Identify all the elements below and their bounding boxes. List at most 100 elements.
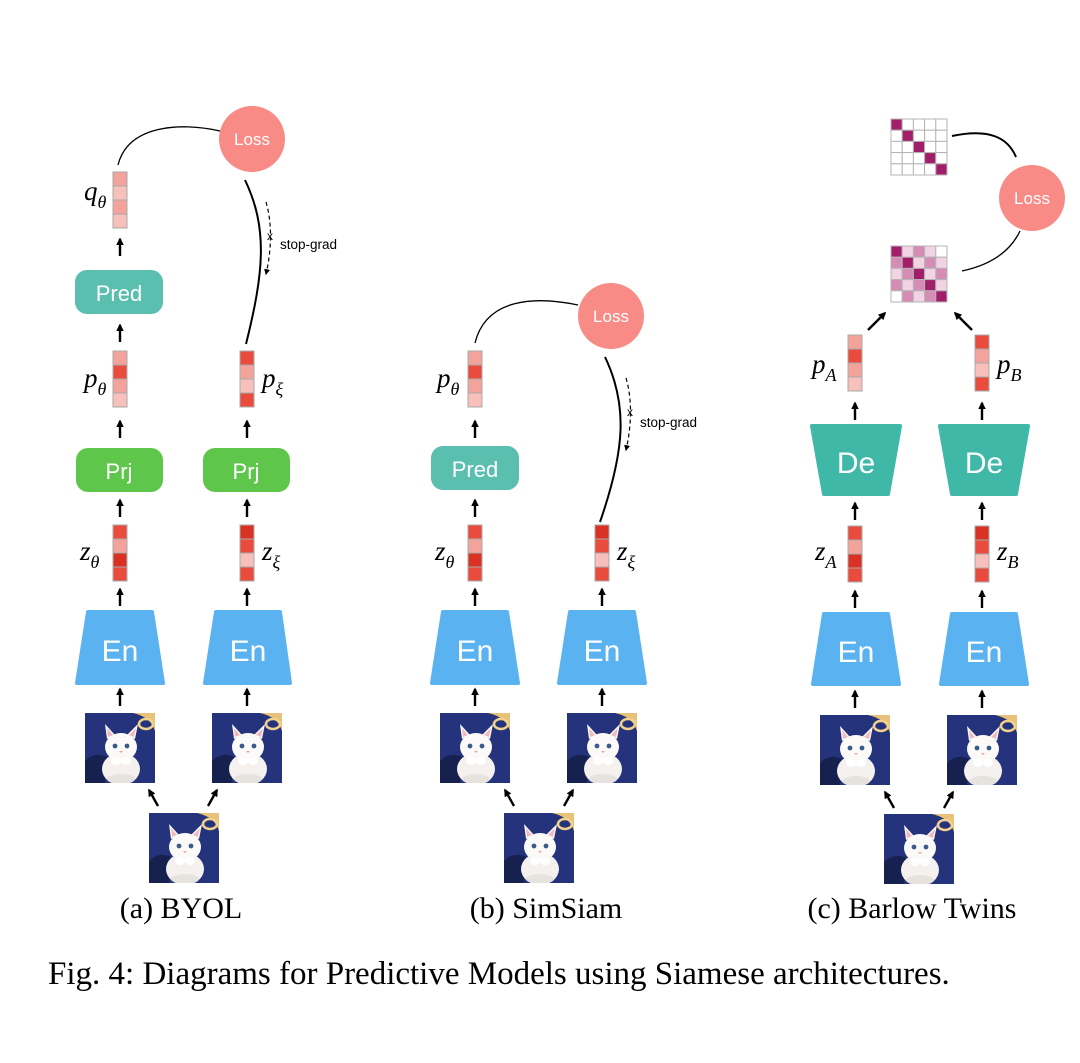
- z-xi-vector: [594, 524, 610, 582]
- subcaption-simsiam: (b) SimSiam: [470, 892, 623, 925]
- en-label: En: [966, 636, 1003, 669]
- stop-grad-x-icon: x: [267, 229, 273, 243]
- stop-grad-label: stop-grad: [280, 237, 337, 252]
- arrow: [867, 311, 887, 331]
- pred-block: [75, 270, 163, 314]
- loss-label: Loss: [234, 130, 270, 149]
- stop-grad-marker: x stop-grad: [624, 377, 697, 452]
- arrow: [942, 790, 955, 809]
- p-a-vector: [847, 334, 863, 392]
- encoder-online: [75, 610, 165, 685]
- loss-label: Loss: [1014, 189, 1050, 208]
- matrix-cell: [935, 245, 948, 258]
- encoder-target: [203, 610, 292, 685]
- matrix-cell: [890, 152, 903, 165]
- loss-label: Loss: [593, 307, 629, 326]
- z-theta-vector: [112, 524, 128, 582]
- matrix-cell: [935, 129, 948, 142]
- p-xi-vector: [239, 350, 255, 408]
- p-theta-label: pθ: [82, 363, 107, 399]
- arrow: [503, 788, 516, 807]
- augmented-view-target-image: [212, 713, 282, 783]
- matrix-cell: [901, 129, 914, 142]
- de-label: De: [965, 447, 1003, 480]
- matrix-cell: [890, 129, 903, 142]
- input-image: [884, 814, 954, 884]
- augmented-view-online-image: [85, 713, 155, 783]
- simsiam-diagram: Loss x stop-grad pθ Pred zθ zξ: [430, 283, 697, 925]
- loss-connector-target: [244, 179, 262, 345]
- matrix-cell: [935, 140, 948, 154]
- p-theta-label: pθ: [435, 363, 460, 399]
- stop-grad-marker: x stop-grad: [264, 201, 337, 276]
- matrix-cell: [890, 245, 903, 258]
- arrow: [147, 788, 160, 807]
- subcaption-barlow-twins: (c) Barlow Twins: [808, 892, 1017, 925]
- encoder-target: [557, 610, 647, 685]
- matrix-cell: [890, 267, 903, 281]
- z-theta-vector: [467, 524, 483, 582]
- matrix-cell: [912, 245, 926, 258]
- augmented-view-b-image: [947, 715, 1017, 785]
- matrix-cell: [924, 279, 937, 292]
- loss-node: [999, 165, 1065, 231]
- matrix-cell: [924, 245, 937, 258]
- matrix-cell: [924, 118, 937, 131]
- arrow: [883, 790, 896, 809]
- identity-matrix-icon: [890, 118, 948, 176]
- encoder-b: [939, 612, 1029, 686]
- stop-grad-x-icon: x: [627, 405, 633, 419]
- matrix-cell: [890, 118, 903, 131]
- matrix-cell: [912, 279, 926, 292]
- en-label: En: [838, 636, 875, 669]
- matrix-cell: [924, 140, 937, 154]
- matrix-cell: [901, 267, 914, 281]
- matrix-cell: [935, 290, 948, 303]
- matrix-cell: [890, 140, 903, 154]
- matrix-cell: [890, 279, 903, 292]
- loss-node: [219, 106, 285, 172]
- matrix-cell: [901, 279, 914, 292]
- augmented-view-online-image: [440, 713, 510, 783]
- matrix-cell: [890, 256, 903, 269]
- en-label: En: [102, 635, 139, 668]
- pred-block: [431, 446, 519, 490]
- en-label: En: [457, 635, 494, 668]
- z-b-label: zB: [996, 536, 1019, 572]
- matrix-cell: [924, 267, 937, 281]
- correlation-matrix-icon: [890, 245, 948, 303]
- z-theta-label: zθ: [79, 536, 100, 572]
- matrix-cell: [935, 256, 948, 269]
- decoder-b: [938, 424, 1030, 496]
- matrix-cell: [901, 163, 914, 176]
- matrix-cell: [935, 267, 948, 281]
- augmented-view-a-image: [820, 715, 890, 785]
- en-label: En: [584, 635, 621, 668]
- z-xi-label: zξ: [616, 536, 636, 572]
- matrix-cell: [901, 245, 914, 258]
- decoder-a: [810, 424, 902, 496]
- matrix-cell: [901, 256, 914, 269]
- p-theta-vector: [112, 350, 128, 408]
- augmented-view-target-image: [567, 713, 637, 783]
- p-xi-label: pξ: [260, 363, 284, 399]
- matrix-cell: [912, 129, 926, 142]
- matrix-cell: [912, 267, 926, 281]
- q-theta-label: qθ: [84, 176, 107, 212]
- z-xi-label: zξ: [261, 536, 281, 572]
- encoder-online: [430, 610, 520, 685]
- p-theta-vector: [467, 350, 483, 408]
- input-image: [149, 813, 219, 883]
- matrix-cell: [890, 163, 903, 176]
- matrix-cell: [901, 118, 914, 131]
- matrix-cell: [901, 140, 914, 154]
- z-xi-vector: [239, 524, 255, 582]
- z-theta-label: zθ: [434, 536, 455, 572]
- matrix-cell: [901, 152, 914, 165]
- de-label: De: [837, 447, 875, 480]
- arrow: [562, 788, 575, 807]
- matrix-cell: [901, 290, 914, 303]
- matrix-cell: [935, 279, 948, 292]
- stop-grad-dashed-arrow: [624, 377, 632, 452]
